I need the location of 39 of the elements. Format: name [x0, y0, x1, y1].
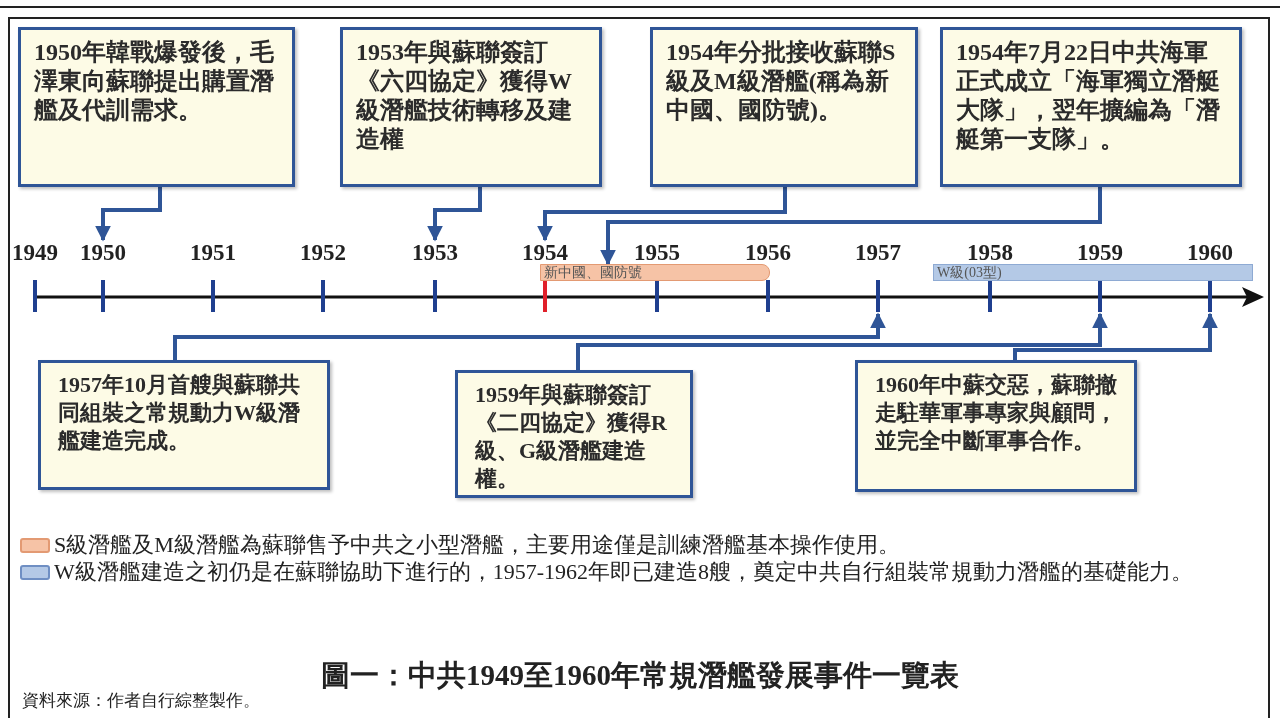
connector-arrow — [427, 187, 482, 242]
year-label: 1952 — [300, 240, 346, 266]
event-box — [18, 27, 295, 187]
year-label: 1949 — [12, 240, 58, 266]
connector-arrow — [576, 312, 1108, 370]
event-box — [455, 370, 693, 498]
year-label: 1954 — [522, 240, 568, 265]
connector-arrow — [173, 312, 886, 360]
legend-text: S級潛艦及M級潛艦為蘇聯售予中共之小型潛艦，主要用途僅是訓練潛艦基本操作使用。 — [54, 532, 901, 558]
period-bar: 新中國、國防號 — [540, 264, 770, 281]
connector-arrow — [537, 187, 787, 242]
event-text: 1954年7月22日中共海軍正式成立「海軍獨立潛艇大隊」，翌年擴編為「潛艇第一支隊」。 — [956, 38, 1221, 154]
connector-arrow — [600, 187, 1102, 266]
source-note: 資料來源：作者自行綜整製作。 — [22, 690, 260, 712]
year-label: 1960 — [1187, 240, 1233, 266]
event-box — [940, 27, 1242, 187]
event-box — [38, 360, 330, 490]
year-label: 1958 — [967, 240, 1013, 266]
year-label: 1953 — [412, 240, 458, 266]
year-label: 1957 — [855, 240, 901, 266]
legend-text: W級潛艦建造之初仍是在蘇聯協助下進行的，1957-1962年即已建造8艘，奠定中共自行組裝常規動力潛艦的基礎能力。 — [54, 559, 1195, 585]
event-text: 1950年韓戰爆發後，毛澤東向蘇聯提出購置潛艦及代訓需求。 — [34, 38, 275, 125]
event-box — [855, 360, 1137, 492]
event-text: 1960年中蘇交惡，蘇聯撤走駐華軍事專家與顧問，並完全中斷軍事合作。 — [875, 371, 1117, 455]
event-text: 1957年10月首艘與蘇聯共同組裝之常規動力W級潛艦建造完成。 — [58, 371, 301, 455]
connector-arrow — [95, 187, 162, 242]
year-label: 1951 — [190, 240, 236, 266]
year-label: 1959 — [1077, 240, 1123, 266]
year-label: 1955 — [634, 240, 680, 265]
event-box — [650, 27, 918, 187]
event-text: 1953年與蘇聯簽訂《六四協定》獲得W級潛艦技術轉移及建造權 — [356, 38, 573, 154]
figure-title: 圖一：中共1949至1960年常規潛艦發展事件一覽表 — [321, 659, 959, 691]
event-box — [340, 27, 602, 187]
period-bar: W級(03型) — [933, 264, 1253, 281]
event-text: 1954年分批接收蘇聯S級及M級潛艦(稱為新中國、國防號)。 — [666, 38, 897, 125]
connector-arrow — [1013, 312, 1218, 360]
year-label: 1956 — [745, 240, 791, 266]
year-label: 1950 — [80, 240, 126, 266]
event-text: 1959年與蘇聯簽訂《二四協定》獲得R級、G級潛艦建造權。 — [475, 381, 668, 493]
